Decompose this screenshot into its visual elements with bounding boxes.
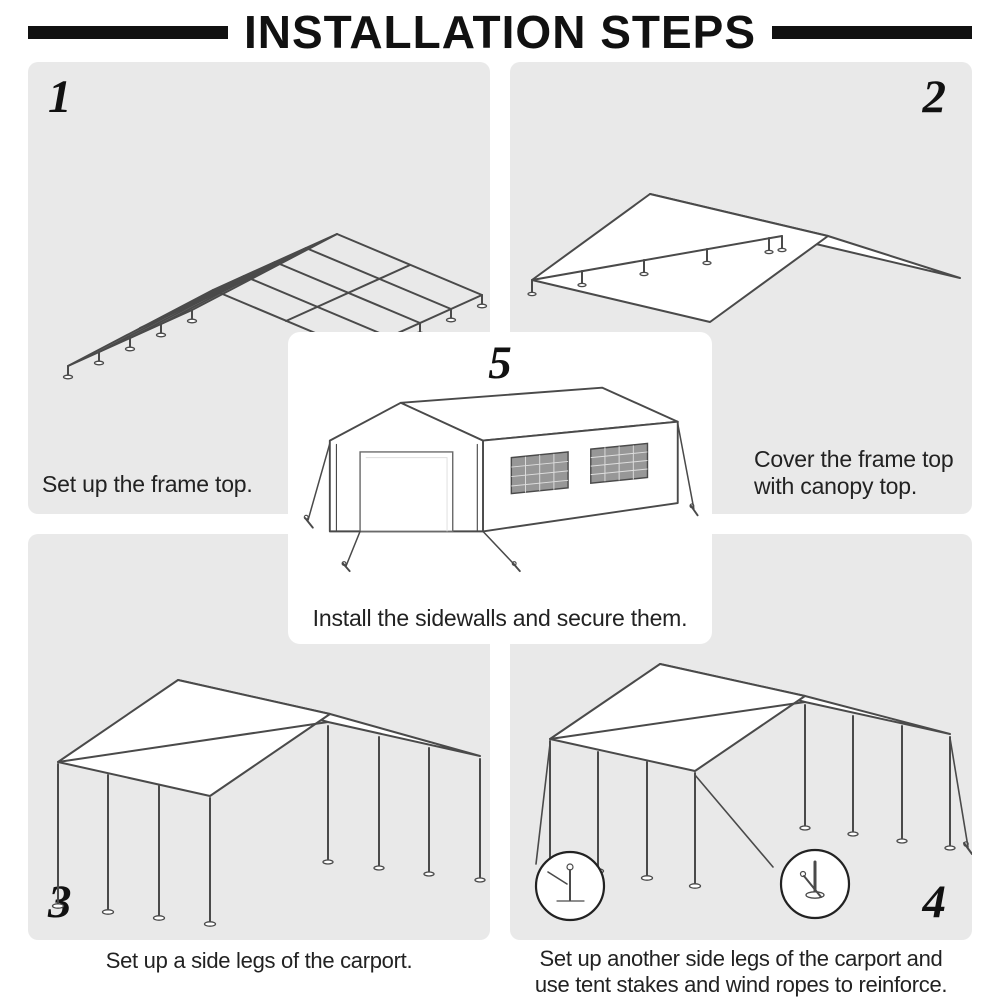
- canopy-cover: [57, 679, 481, 797]
- leg-anchor-detail-callout: [779, 848, 851, 920]
- carport-side-legs-illustration: [51, 679, 486, 927]
- mesh-window-left: [510, 451, 569, 495]
- front-frame-feet: [527, 247, 787, 297]
- canopy-top-illustration: [527, 193, 961, 323]
- roll-up-door: [359, 451, 454, 533]
- near-side-legs: [51, 763, 217, 927]
- step-2-caption: Cover the frame top with canopy top.: [754, 445, 954, 500]
- carport-ropes-stakes-illustration: [534, 663, 972, 922]
- title-rule-right: [772, 25, 973, 39]
- step-3-number: 3: [48, 876, 72, 928]
- step-5-panel: 5 Install the sidewalls and se: [288, 332, 712, 644]
- front-frame-bar: [531, 235, 783, 281]
- step-4-caption-line1: Set up another side legs of the carport …: [539, 946, 943, 971]
- canopy-cover: [531, 193, 961, 323]
- stake-detail-callout: [534, 850, 606, 922]
- step-3-caption: Set up a side legs of the carport.: [28, 948, 490, 974]
- header: INSTALLATION STEPS: [0, 6, 1000, 58]
- step-1-caption: Set up the frame top.: [42, 470, 253, 497]
- step-1-panel: 1 Set up the: [28, 62, 490, 514]
- wind-ropes: [535, 737, 972, 868]
- step-4-caption: Set up another side legs of the carport …: [510, 946, 972, 999]
- step-4-caption-line2: use tent stakes and wind ropes to reinfo…: [534, 972, 948, 998]
- frame-cross-braces: [139, 233, 338, 329]
- step-2-caption-line1: Cover the frame top: [754, 445, 954, 472]
- far-side-legs: [799, 704, 956, 851]
- step-3-caption-line1: Set up a side legs of the carport.: [105, 948, 413, 973]
- step-4-number: 4: [922, 876, 947, 928]
- title-rule-left: [28, 25, 228, 39]
- step-2-number: 2: [922, 71, 947, 123]
- frame-top-illustration: [62, 233, 488, 380]
- sidewalls-illustration: [303, 386, 699, 573]
- canopy-cover: [549, 663, 951, 772]
- guy-ropes-and-stakes: [303, 422, 699, 573]
- mesh-window-right: [590, 442, 649, 484]
- far-side-legs: [322, 725, 486, 883]
- step-5-caption: Install the sidewalls and secure them.: [312, 604, 688, 631]
- step-1-number: 1: [48, 71, 72, 123]
- front-frame-stubs: [531, 235, 783, 293]
- page-title: INSTALLATION STEPS: [243, 6, 757, 58]
- step-2-caption-line2: with canopy top.: [754, 472, 918, 499]
- step-5-number: 5: [488, 337, 512, 389]
